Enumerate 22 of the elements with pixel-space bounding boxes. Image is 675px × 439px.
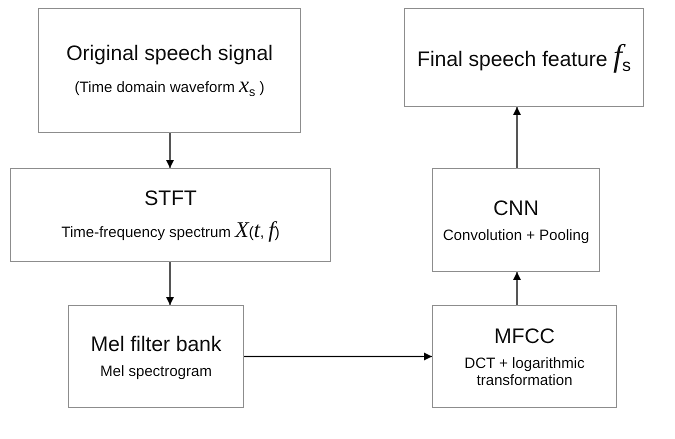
arrow <box>166 133 174 168</box>
arrow <box>166 262 174 305</box>
box-title: CNN <box>493 196 539 220</box>
arrow <box>513 107 521 168</box>
arrow <box>244 352 432 360</box>
box-description: Mel spectrogram <box>100 363 212 380</box>
process-box <box>404 8 644 107</box>
box-title: Mel filter bank <box>90 333 222 357</box>
box-title: Original speech signal <box>66 42 273 66</box>
process-box <box>38 8 301 133</box>
box-description: Convolution + Pooling <box>442 226 590 244</box>
box-title: STFT <box>144 187 197 211</box>
process-box <box>432 168 600 272</box>
process-box <box>68 305 244 408</box>
arrow <box>513 272 521 305</box>
box-description: DCT + logarithmic transformation <box>463 354 586 388</box>
box-description: Time-frequency spectrum X(t, f) <box>61 217 280 243</box>
box-description: (Time domain waveform x$_{s}$ ) <box>74 72 264 99</box>
box-title: Final speech feature f$_{s}$ <box>417 38 631 77</box>
process-box <box>432 305 617 408</box>
box-title: MFCC <box>494 324 555 348</box>
process-box <box>10 168 331 262</box>
